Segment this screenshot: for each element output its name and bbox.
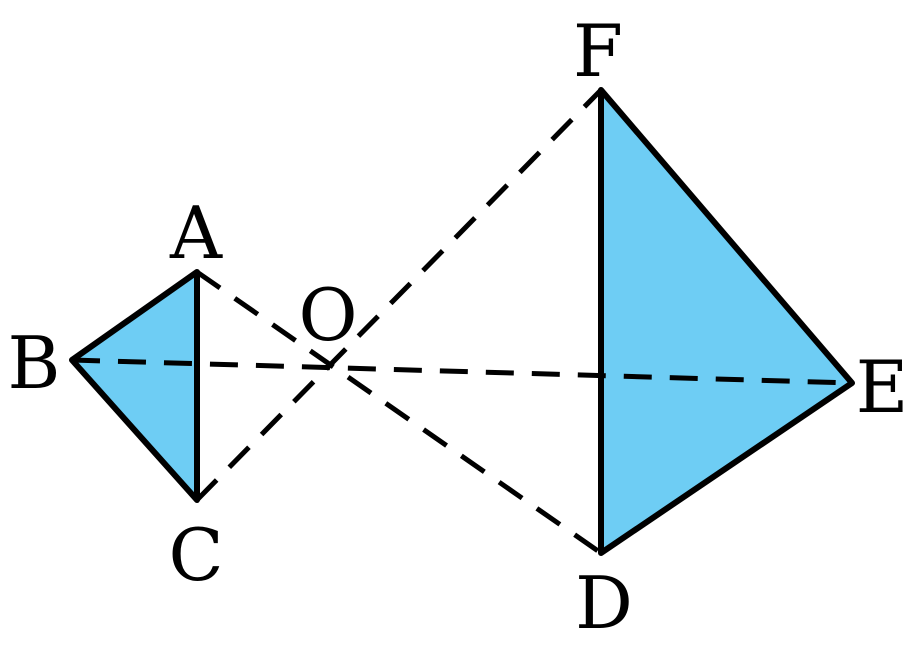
label-a: A bbox=[169, 191, 223, 275]
dashed-line-ad bbox=[195, 269, 603, 556]
label-d: D bbox=[575, 561, 633, 645]
triangle-abc bbox=[69, 269, 200, 503]
dashed-line-cf bbox=[195, 88, 603, 502]
dashed-line-be bbox=[71, 357, 853, 386]
label-o: O bbox=[298, 273, 357, 357]
label-e: E bbox=[856, 345, 909, 429]
label-b: B bbox=[8, 321, 61, 405]
triangle-def bbox=[598, 87, 855, 556]
label-c: C bbox=[168, 513, 223, 597]
label-f: F bbox=[573, 9, 623, 93]
